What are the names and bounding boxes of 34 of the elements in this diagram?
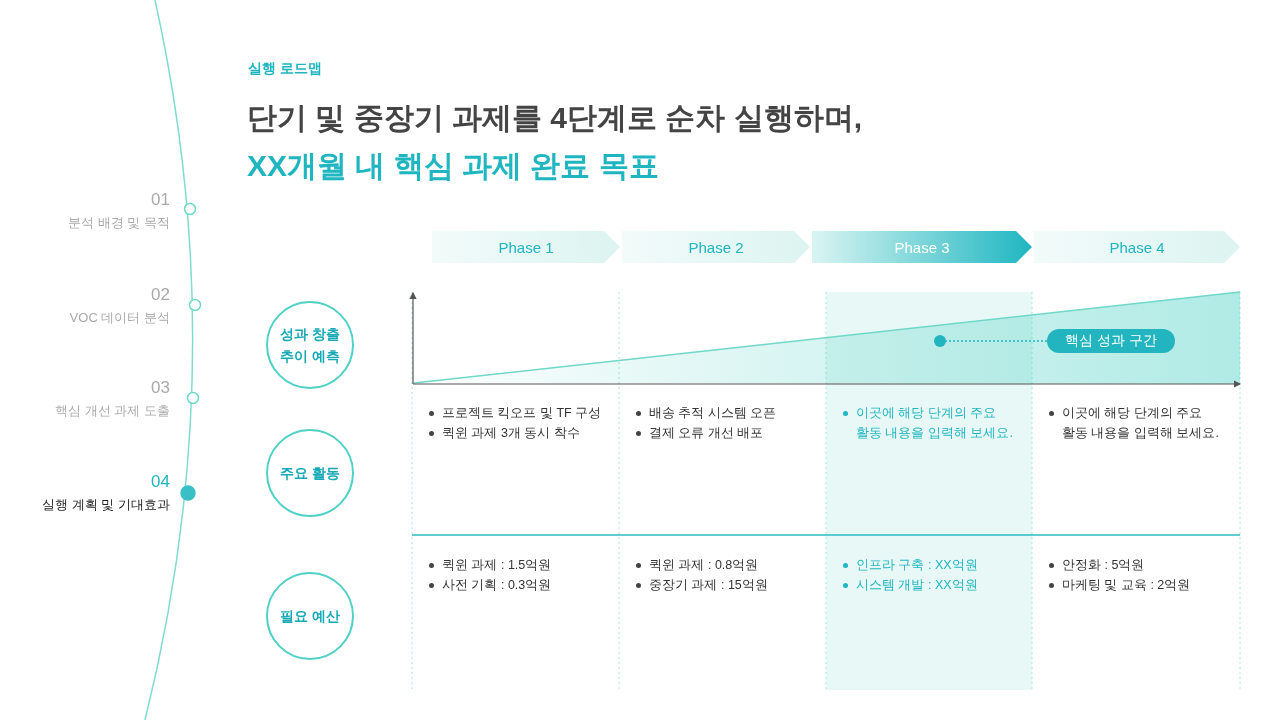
section-label: 실행 로드맵 xyxy=(248,60,322,78)
bullet-item: 배송 추적 시스템 오픈 xyxy=(633,403,818,423)
title: 단기 및 중장기 과제를 4단계로 순차 실행하며, xyxy=(247,100,863,136)
section-number: 01 xyxy=(150,190,170,210)
phase-banner: Phase 3 xyxy=(812,231,1032,263)
phase-banner: Phase 2 xyxy=(622,231,810,263)
nav-item: 핵심 개선 과제 도출 xyxy=(54,402,170,420)
section-number: 03 xyxy=(150,378,170,398)
bullet-item: 이곳에 해당 단계의 주요 활동 내용을 입력해 보세요. xyxy=(1046,403,1226,443)
leader-line xyxy=(945,340,1048,342)
bullet-item: 안정화 : 5억원 xyxy=(1046,555,1231,575)
section-number: 04 xyxy=(150,472,170,492)
bullet-item: 인프라 구축 : XX억원 xyxy=(840,555,1025,575)
bullet-item: 결제 오류 개선 배포 xyxy=(633,423,818,443)
bullet-item: 프로젝트 킥오프 및 TF 구성 xyxy=(426,403,611,423)
bullet-item: 시스템 개발 : XX억원 xyxy=(840,575,1025,595)
bullet-item: 마케팅 및 교육 : 2억원 xyxy=(1046,575,1231,595)
subtitle: XX개월 내 핵심 과제 완료 목표 xyxy=(247,148,659,184)
bullet-item: 퀵윈 과제 3개 동시 착수 xyxy=(426,423,611,443)
phase-banner: Phase 4 xyxy=(1034,231,1240,263)
bullet-item: 퀵윈 과제 : 1.5억원 xyxy=(426,555,611,575)
bullet-item: 퀵윈 과제 : 0.8억원 xyxy=(633,555,818,575)
section-number: 02 xyxy=(150,285,170,305)
nav-item: 분석 배경 및 목적 xyxy=(67,214,170,232)
nav-item: 실행 계획 및 기대효과 xyxy=(41,496,170,514)
bullet-item: 사전 기획 : 0.3억원 xyxy=(426,575,611,595)
row-header-circle: 필요 예산 xyxy=(266,572,354,660)
callout-pill: 핵심 성과 구간 xyxy=(1047,329,1175,353)
bullet-item: 중장기 과제 : 15억원 xyxy=(633,575,818,595)
phase-banner: Phase 1 xyxy=(432,231,620,263)
row-header-circle: 성과 창출 추이 예측 xyxy=(266,301,354,389)
nav-item: VOC 데이터 분석 xyxy=(68,309,170,327)
row-header-circle: 주요 활동 xyxy=(266,429,354,517)
bullet-item: 이곳에 해당 단계의 주요 활동 내용을 입력해 보세요. xyxy=(840,403,1020,443)
